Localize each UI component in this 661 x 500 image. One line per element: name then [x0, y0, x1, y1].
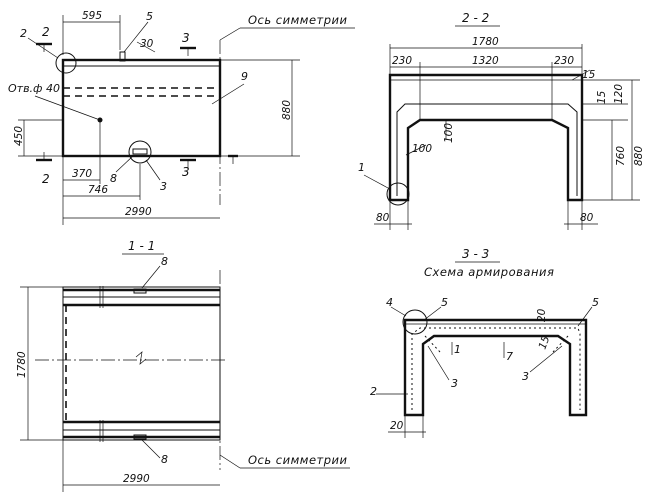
dim-30: 30 [140, 38, 154, 50]
cut-3-top: 3 [182, 31, 190, 45]
dim-1780-section-2: 1780 [472, 36, 499, 48]
callout-4: 4 [386, 296, 393, 309]
dim-595: 595 [82, 10, 102, 22]
dim-80-left: 80 [376, 212, 390, 224]
dim-15: 15 [596, 90, 608, 104]
detail-circle-1 [386, 182, 410, 206]
symmetry-axis-label: Ось симметрии [248, 13, 348, 27]
section-3-3-profile [403, 318, 588, 417]
section-2-2-profile [388, 73, 584, 202]
dim-80-right: 80 [580, 212, 594, 224]
callout-1-section-2: 1 [358, 161, 365, 174]
dim-15-section-3: 15 [537, 334, 553, 351]
section-1-1-outline [62, 286, 221, 441]
dim-100-v: 100 [443, 123, 455, 143]
cut-2-bottom: 2 [42, 172, 50, 186]
callout-9: 9 [241, 70, 248, 83]
lifting-loop [119, 51, 126, 62]
detail-circle-4 [402, 309, 428, 335]
dim-760: 760 [615, 146, 627, 166]
front-view: Ось симметрии 595 5 30 2 2 2 3 3 9 [8, 10, 355, 225]
callout-3-left: 3 [451, 377, 458, 390]
callout-5-right: 5 [592, 296, 599, 309]
cut-2-top: 2 [42, 25, 50, 39]
symmetry-axis-label-plan: Ось симметрии [248, 453, 348, 467]
dim-746: 746 [88, 184, 108, 196]
dim-2990-plan: 2990 [123, 473, 150, 485]
detail-circle-2 [55, 52, 77, 74]
section-2-2: 2 - 2 1 1780 230 1320 230 15 15 120 100 [358, 11, 645, 230]
callout-8-bottom: 8 [161, 453, 168, 466]
section-2-2-title: 2 - 2 [462, 11, 489, 25]
detail-circle-8 [128, 140, 152, 164]
dim-1320: 1320 [472, 55, 499, 67]
section-3-3: 3 - 3 Схема армирования 4 5 5 20 15 1 7 … [370, 247, 599, 438]
hole-note: Отв.ф 40 [8, 82, 60, 95]
section-3-3-subtitle: Схема армирования [424, 265, 554, 279]
callout-5-left: 5 [441, 296, 448, 309]
section-1-1: 1 - 1 Ось симметрии 8 8 1780 [16, 239, 350, 492]
dim-230-left: 230 [392, 55, 412, 67]
callout-3: 3 [160, 180, 167, 193]
callout-8: 8 [110, 172, 117, 185]
dim-20-top: 20 [536, 308, 548, 322]
dim-880-front: 880 [281, 100, 293, 120]
section-1-1-title: 1 - 1 [128, 239, 155, 253]
callout-5: 5 [146, 10, 153, 23]
cut-3-bottom: 3 [182, 165, 190, 179]
dim-880-section-2: 880 [633, 146, 645, 166]
dim-15-top: 15 [582, 69, 596, 81]
dim-100-h: 100 [412, 143, 432, 155]
callout-8-top: 8 [161, 255, 168, 268]
dim-450: 450 [13, 126, 25, 146]
callout-2-section-3: 2 [370, 385, 377, 398]
dim-230-right: 230 [554, 55, 574, 67]
dim-120: 120 [613, 84, 625, 104]
dim-20-bottom: 20 [390, 420, 404, 432]
dim-2990-front: 2990 [125, 206, 152, 218]
callout-2: 2 [20, 27, 27, 40]
dim-370: 370 [72, 168, 92, 180]
callout-3-right: 3 [522, 370, 529, 383]
callout-1-section-3: 1 [454, 343, 461, 356]
callout-7: 7 [506, 350, 513, 363]
section-3-3-title: 3 - 3 [462, 247, 489, 261]
dim-1780-plan: 1780 [16, 351, 28, 378]
